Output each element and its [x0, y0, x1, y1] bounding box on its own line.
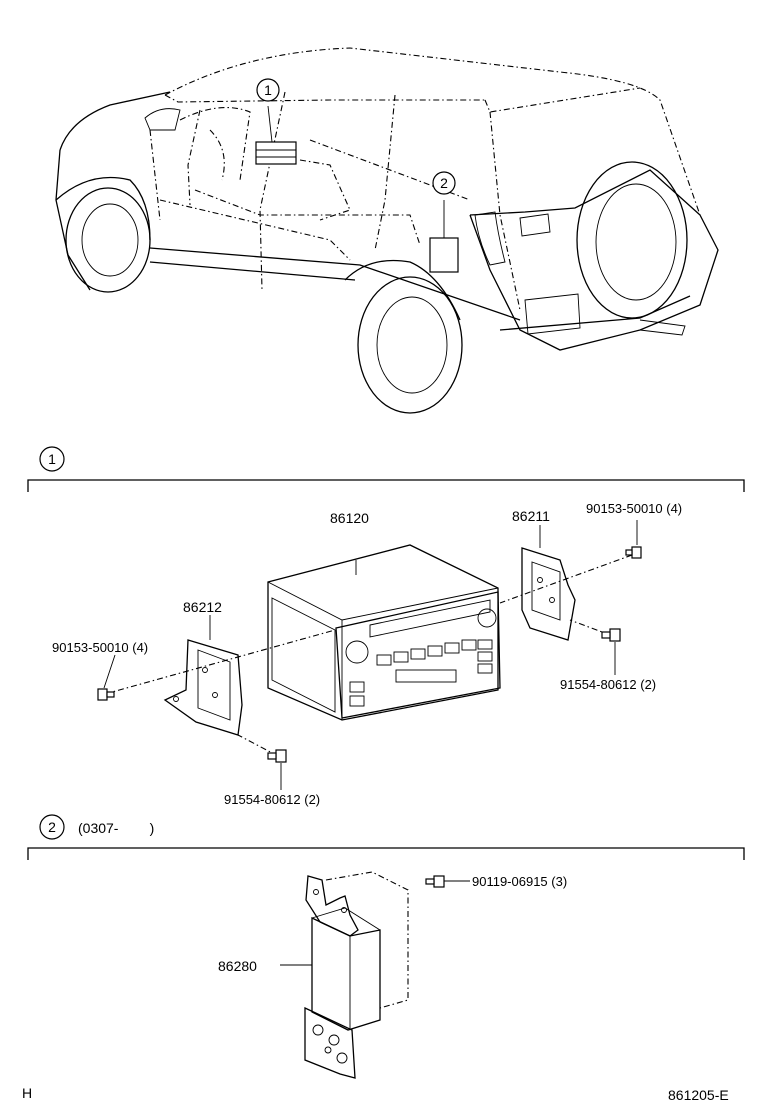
section2-header: 2 (0307- ) [27, 814, 745, 860]
label-screw-right-bottom: 91554-80612 (2) [560, 677, 656, 692]
screw-left-icon [97, 688, 115, 701]
label-screw-left-bottom: 91554-80612 (2) [224, 792, 320, 807]
section2-marker: 2 [48, 819, 56, 835]
car-callout-1-label: 1 [264, 82, 272, 98]
section1-marker: 1 [48, 451, 56, 467]
screw-right-top-icon [625, 546, 642, 559]
section1-header: 1 [27, 446, 745, 492]
car-callout-2: 2 [432, 171, 456, 195]
bracket-86211 [521, 525, 576, 641]
label-screw-left: 90153-50010 (4) [52, 640, 148, 655]
section2-bracket-line [27, 847, 745, 860]
label-amplifier: 86280 [218, 958, 257, 974]
section2-range: (0307- ) [78, 820, 154, 836]
car-callout-1: 1 [256, 78, 280, 102]
car-callout-2-label: 2 [440, 175, 448, 191]
footer-right-code: 861205-E [668, 1087, 729, 1103]
label-bracket-left: 86212 [183, 599, 222, 615]
label-screw-right-top: 90153-50010 (4) [586, 501, 682, 516]
label-bracket-right: 86211 [512, 508, 550, 524]
label-bolt: 90119-06915 (3) [472, 874, 567, 889]
section1-fasteners [97, 520, 642, 790]
head-unit-86120 [267, 544, 501, 721]
label-head-unit: 86120 [330, 510, 369, 526]
bolt-icon [425, 875, 470, 888]
bracket-86212 [163, 615, 243, 736]
section1-bracket-line [27, 479, 745, 492]
vehicle-illustration [55, 47, 719, 414]
footer-left-code: H [22, 1085, 32, 1101]
screw-right-bottom-icon [601, 628, 621, 642]
amplifier-86280 [280, 871, 409, 1079]
screw-left-bottom-icon [267, 749, 287, 763]
